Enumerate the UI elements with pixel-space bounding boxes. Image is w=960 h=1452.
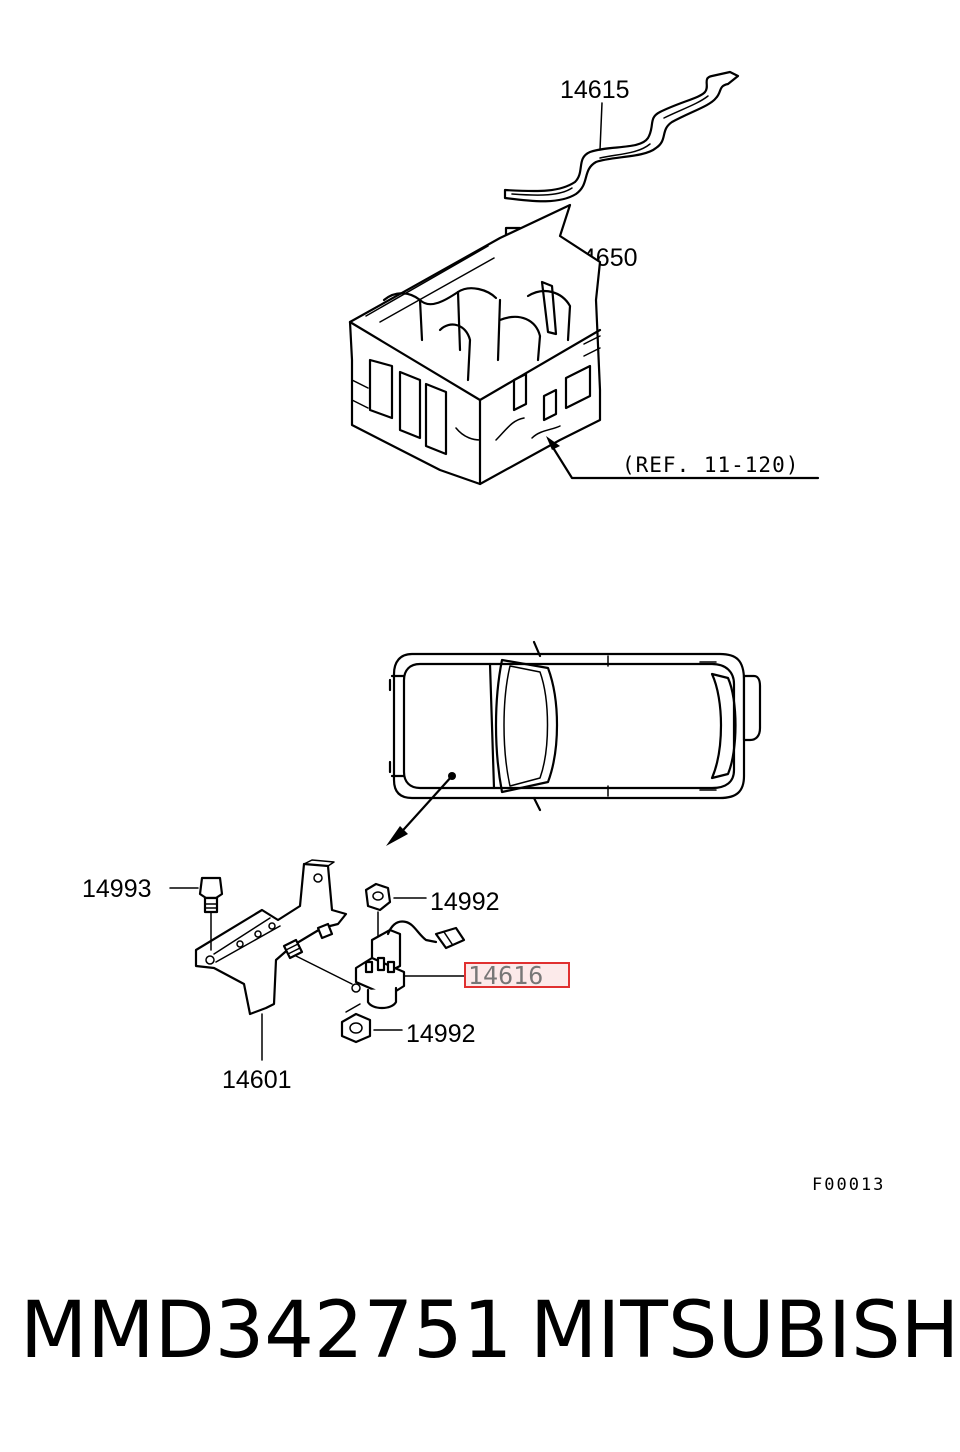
label-14993: 14993 — [82, 875, 152, 903]
nut-upper-drawing — [364, 882, 392, 941]
cylinder-head-drawing — [348, 203, 602, 486]
leader-line-14615 — [599, 102, 603, 151]
figure-code: F00013 — [812, 1175, 885, 1195]
vehicle-top-view-drawing — [388, 640, 762, 812]
location-arrow — [386, 772, 456, 846]
bolt-drawing — [198, 876, 224, 951]
highlight-box-14616 — [464, 962, 570, 988]
label-14992-upper: 14992 — [430, 888, 500, 916]
part-number-caption: MMD342751 — [20, 1286, 513, 1376]
reference-arrow — [546, 436, 820, 480]
gasket-drawing — [503, 70, 740, 203]
label-14601: 14601 — [222, 1066, 292, 1094]
reference-label: (REF. 11-120) — [622, 453, 799, 477]
label-14616: 14616 — [468, 961, 543, 990]
label-14615: 14615 — [560, 76, 630, 104]
label-14992-lower: 14992 — [406, 1020, 476, 1048]
stud-drawing — [282, 922, 353, 985]
relay-drawing — [351, 920, 466, 1010]
nut-lower-drawing — [340, 1003, 372, 1044]
brand-caption: MITSUBISHI — [530, 1286, 960, 1376]
